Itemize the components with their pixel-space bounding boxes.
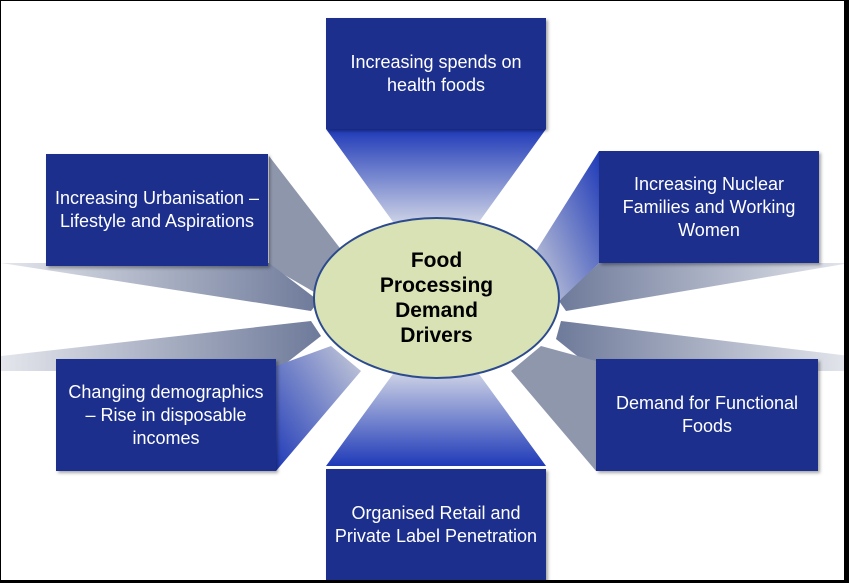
center-ellipse: Food Processing Demand Drivers: [313, 217, 560, 379]
ray-left-lower-wedge: [1, 321, 321, 371]
ray-right-upper-wedge: [559, 263, 848, 311]
driver-box-nuclear-families: Increasing Nuclear Families and Working …: [599, 151, 819, 263]
driver-label: Increasing Nuclear Families and Working …: [622, 173, 796, 240]
ray-lower-left: [276, 346, 361, 471]
driver-box-demographics: Changing demographics – Rise in disposab…: [56, 359, 276, 471]
ray-upper-right: [536, 151, 599, 301]
driver-label: Organised Retail and Private Label Penet…: [334, 503, 538, 546]
frame-edge-bottom: [0, 580, 849, 583]
driver-label: Increasing spends on health foods: [350, 51, 522, 95]
ray-right-lower-wedge: [556, 321, 848, 371]
ray-bottom: [326, 363, 546, 466]
ray-left-upper-wedge: [1, 263, 319, 311]
driver-label: Changing demographics – Rise in disposab…: [68, 381, 264, 448]
driver-label: Demand for Functional Foods: [615, 393, 799, 436]
ray-top: [326, 129, 546, 233]
frame-edge-right: [844, 0, 849, 583]
center-title: Food Processing Demand Drivers: [379, 249, 494, 347]
driver-box-organised-retail: Organised Retail and Private Label Penet…: [326, 469, 546, 581]
driver-box-functional-foods: Demand for Functional Foods: [596, 359, 818, 471]
driver-label: Increasing Urbanisation – Lifestyle and …: [54, 188, 260, 231]
driver-box-health-foods: Increasing spends on health foods: [326, 18, 546, 129]
ray-lower-right: [511, 346, 596, 471]
driver-box-urbanisation: Increasing Urbanisation – Lifestyle and …: [46, 154, 268, 266]
